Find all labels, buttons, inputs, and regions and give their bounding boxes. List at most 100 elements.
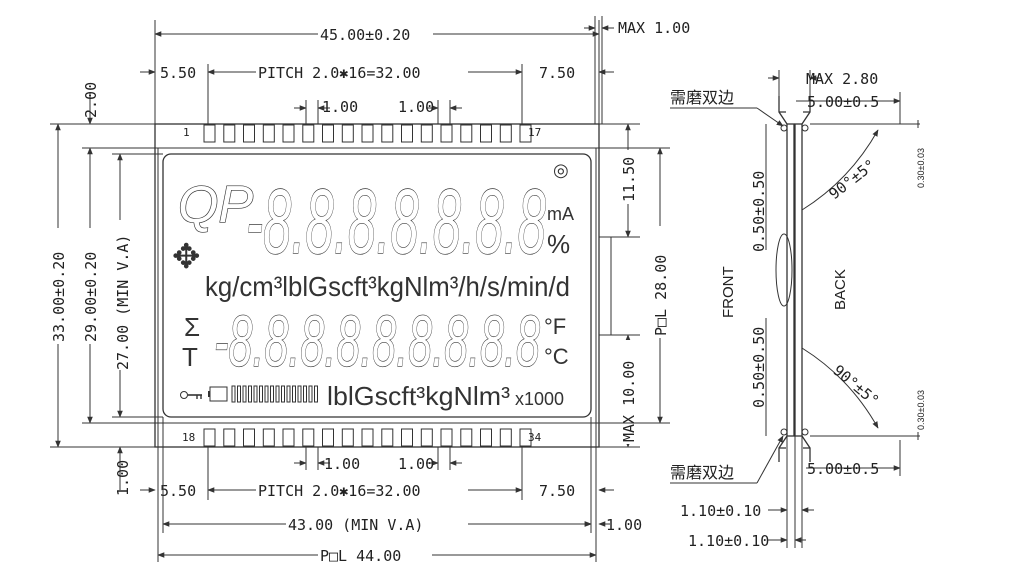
dim-pol-width: P□L 44.00: [320, 547, 401, 565]
row2-unit-c: °C: [544, 344, 569, 369]
top-pin: [341, 124, 354, 143]
dim-view-area-width: 43.00 (MIN V.A): [288, 516, 423, 534]
side-glass-front: [786, 123, 795, 437]
row2-digits: -8.8.8.8.8.8.8.8.8: [214, 302, 540, 382]
bargraph-segment: [286, 385, 291, 403]
key-icon: [180, 391, 202, 399]
bottom-pin: [440, 428, 453, 447]
multiplier-x1000: x1000: [515, 389, 564, 409]
top-pin: [282, 124, 295, 143]
grind-note-bottom: 需磨双边: [670, 463, 734, 482]
dim-max-thickness-side: MAX 2.80: [806, 70, 878, 88]
front-view: 1 17 18 34 QP -8.8.8.8.8.8.8 ◎ mA % ✥ kg…: [50, 16, 690, 565]
dim-right-top: 11.50: [620, 157, 638, 202]
bottom-pin: [460, 428, 473, 447]
bottom-pin: [480, 428, 492, 447]
bottom-pin: [519, 428, 532, 447]
pins-top: [203, 124, 532, 143]
pins-bottom: [203, 428, 532, 447]
top-pin: [223, 124, 236, 143]
sigma-symbol: Σ: [184, 312, 200, 342]
qp-label: QP: [178, 176, 253, 234]
bargraph-segment: [275, 385, 280, 403]
dim-pin-width-bottom-b: 1.00: [398, 455, 434, 473]
dim-lower: 0.50±0.50: [750, 327, 768, 408]
bargraph-segment: [314, 385, 318, 403]
bottom-pin: [361, 428, 374, 447]
dim-bottom-pin-len: 1.00: [114, 460, 132, 496]
angle-top: 90°±5°: [825, 156, 879, 204]
dim-right-offset-bottom: 7.50: [539, 482, 575, 500]
side-seal: [775, 233, 793, 307]
front-label: FRONT: [720, 266, 737, 318]
bottom-pin: [302, 428, 315, 447]
bargraph: [231, 385, 318, 403]
dim-top-pin-offset: 5.00±0.5: [807, 93, 879, 111]
top-pin: [499, 124, 512, 143]
bottom-pin: [341, 428, 354, 447]
dim-width-overall: 45.00±0.20: [320, 26, 410, 44]
dim-left-offset-top: 5.50: [160, 64, 196, 82]
bargraph-segment: [281, 385, 285, 403]
bargraph-segment: [231, 385, 236, 403]
bargraph-segment: [297, 385, 302, 403]
dim-max-thickness-top: MAX 1.00: [618, 19, 690, 37]
tol-top: 0.30±0.03: [916, 148, 926, 188]
bargraph-segment: [259, 385, 263, 403]
dim-right-offset-top: 7.50: [539, 64, 575, 82]
row1-unit-percent: %: [547, 229, 570, 259]
bargraph-segment: [308, 385, 313, 403]
pin-label-34: 34: [528, 431, 542, 444]
connector-tab: [598, 236, 612, 336]
bottom-pin: [322, 428, 334, 447]
row1-symbol: ◎: [553, 160, 569, 180]
bargraph-segment: [303, 385, 307, 403]
bargraph-segment: [253, 385, 258, 403]
row2-unit-f: °F: [544, 314, 566, 339]
dim-pin-width-bottom-a: 1.00: [324, 455, 360, 473]
view-area-outline: [162, 153, 592, 418]
top-pin: [262, 124, 275, 143]
dim-pin-width-top-a: 1.00: [322, 98, 358, 116]
bottom-pin: [381, 428, 394, 447]
top-pin: [302, 124, 315, 143]
bottom-pin: [223, 428, 236, 447]
dim-left-offset-bottom: 5.50: [160, 482, 196, 500]
bottom-pin: [243, 428, 255, 447]
bottom-pin: [420, 428, 433, 447]
bargraph-segment: [270, 385, 274, 403]
angle-bottom: 90°±5°: [829, 361, 882, 410]
top-pin: [420, 124, 433, 143]
move-arrows-icon: ✥: [172, 238, 201, 276]
top-pin: [322, 124, 334, 143]
top-pin: [243, 124, 255, 143]
dim-view-area-height: 27.00 (MIN V.A): [114, 235, 132, 370]
bottom-pin: [262, 428, 275, 447]
top-pin: [401, 124, 413, 143]
bargraph-segment: [264, 385, 269, 403]
dim-top-pin-len: 2.00: [82, 82, 100, 118]
dim-upper: 0.50±0.50: [750, 171, 768, 252]
dim-pitch-top: PITCH 2.0✱16=32.00: [258, 64, 421, 82]
dim-bottom-pin-offset: 5.00±0.5: [807, 460, 879, 478]
dim-right-bottom: MAX 10.00: [620, 361, 638, 442]
pin-label-1: 1: [183, 126, 190, 139]
battery-icon: [208, 386, 228, 402]
units-row: kg/cm³lblGscft³kgNlm³/h/s/min/d: [205, 271, 570, 302]
top-pin: [480, 124, 492, 143]
side-glass-back: [794, 123, 803, 437]
top-pin: [361, 124, 374, 143]
dim-height-glass: 29.00±0.20: [82, 252, 100, 342]
bottom-pin: [203, 428, 216, 447]
bargraph-segment: [242, 385, 247, 403]
side-view: MAX 2.80 需磨双边 需磨双边 5.00±0.5 5.00±0.5 0.3…: [670, 70, 926, 550]
top-pin: [381, 124, 394, 143]
bottom-pin: [282, 428, 295, 447]
bargraph-segment: [292, 385, 296, 403]
grind-note-top: 需磨双边: [670, 88, 734, 107]
dim-pol-height: P□L 28.00: [652, 255, 670, 336]
dim-pin-width-top-b: 1.00: [398, 98, 434, 116]
row1-digits: -8.8.8.8.8.8.8: [246, 171, 546, 273]
top-pin: [440, 124, 453, 143]
